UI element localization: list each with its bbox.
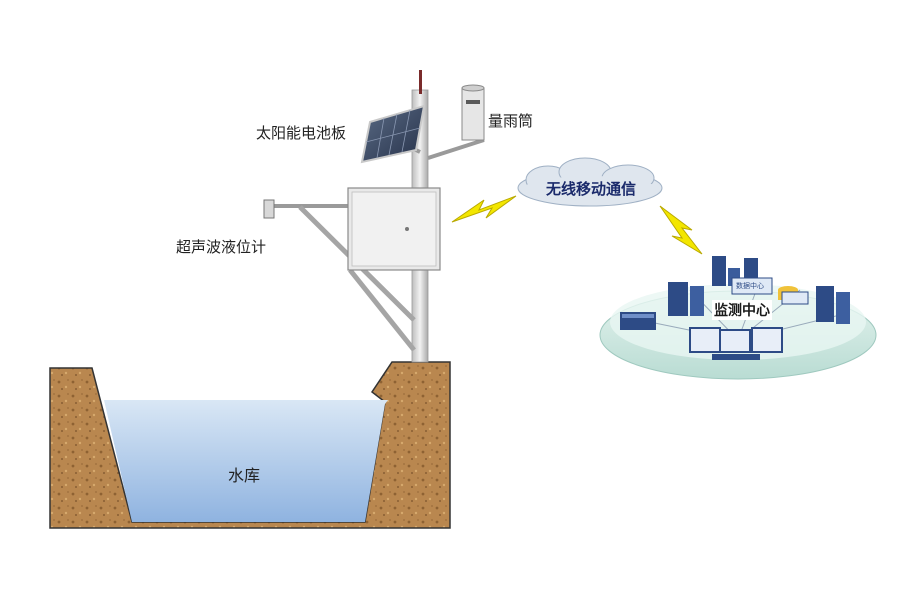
server-rack-right bbox=[816, 286, 850, 324]
cloud bbox=[517, 157, 663, 207]
server-rack-left bbox=[668, 282, 704, 316]
workstation bbox=[689, 327, 783, 360]
lightning-bolt-left bbox=[451, 195, 517, 223]
rain-gauge bbox=[461, 84, 485, 141]
antenna bbox=[419, 70, 422, 94]
solar-panel bbox=[360, 104, 426, 164]
label-rain-gauge: 量雨筒 bbox=[488, 112, 534, 130]
label-data-center: 数据中心 bbox=[736, 282, 764, 290]
network-device bbox=[620, 312, 656, 330]
label-monitoring-center: 监测中心 bbox=[712, 300, 772, 320]
lightning-bolt-right bbox=[659, 205, 703, 255]
label-reservoir: 水库 bbox=[228, 466, 261, 485]
cabinet-lock bbox=[405, 227, 409, 231]
label-ultrasonic-level-meter: 超声波液位计 bbox=[176, 238, 267, 256]
rain-gauge-arm bbox=[427, 138, 485, 160]
data-center-buildings bbox=[712, 256, 773, 295]
ultrasonic-sensor bbox=[263, 199, 275, 219]
database-icon bbox=[778, 286, 809, 305]
reservoir-soil bbox=[49, 361, 451, 529]
reservoir-water bbox=[104, 400, 388, 522]
support-brace-bottom bbox=[348, 268, 416, 352]
label-solar-panel: 太阳能电池板 bbox=[256, 124, 347, 142]
label-wireless-comm: 无线移动通信 bbox=[546, 180, 637, 198]
